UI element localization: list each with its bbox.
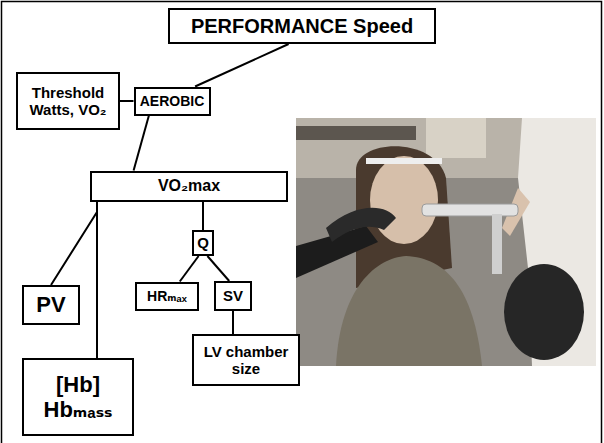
node-text: Threshold Watts, VO₂ (22, 84, 114, 119)
photo-bag (504, 264, 584, 360)
connector-line (232, 311, 234, 334)
concept-box: LV chamber size (192, 334, 300, 386)
photo-valve (492, 214, 502, 274)
concept-box: AEROBIC (134, 87, 211, 116)
photo-window (426, 118, 486, 158)
concept-box: VO₂max (90, 171, 288, 202)
node-text: PERFORMANCE Speed (191, 15, 413, 38)
node-text: SV (223, 287, 243, 304)
concept-box: [Hb] Hbₘₐₛₛ (22, 358, 134, 436)
lab-photo (296, 118, 596, 366)
concept-box: Threshold Watts, VO₂ (16, 72, 120, 130)
concept-box: SV (214, 281, 252, 311)
concept-box: PV (22, 285, 80, 325)
connector-line (195, 44, 289, 87)
connector-line (120, 100, 134, 102)
node-text: VO₂max (158, 177, 220, 195)
node-text: [Hb] Hbₘₐₛₛ (28, 372, 128, 423)
connector-line (207, 256, 229, 281)
photo-shelf (296, 126, 416, 140)
photo-mouthpiece (422, 204, 518, 216)
connector-line (202, 202, 204, 231)
node-text: PV (36, 292, 65, 317)
photo-shirt (336, 256, 482, 366)
node-text: HRₘₐₓ (147, 288, 187, 304)
node-text: LV chamber size (198, 343, 294, 378)
photo-hand (326, 208, 396, 242)
photo-headband (366, 158, 442, 164)
connector-line (96, 202, 98, 359)
node-text: Q (197, 234, 209, 251)
connector-line (180, 256, 199, 282)
concept-box: HRₘₐₓ (135, 282, 199, 311)
node-text: AEROBIC (140, 93, 205, 109)
photo-face (370, 156, 438, 244)
photo-background (296, 118, 596, 366)
concept-box: Q (192, 230, 214, 256)
connector-line (134, 116, 149, 171)
concept-box: PERFORMANCE Speed (168, 8, 436, 44)
connector-line (51, 202, 97, 286)
